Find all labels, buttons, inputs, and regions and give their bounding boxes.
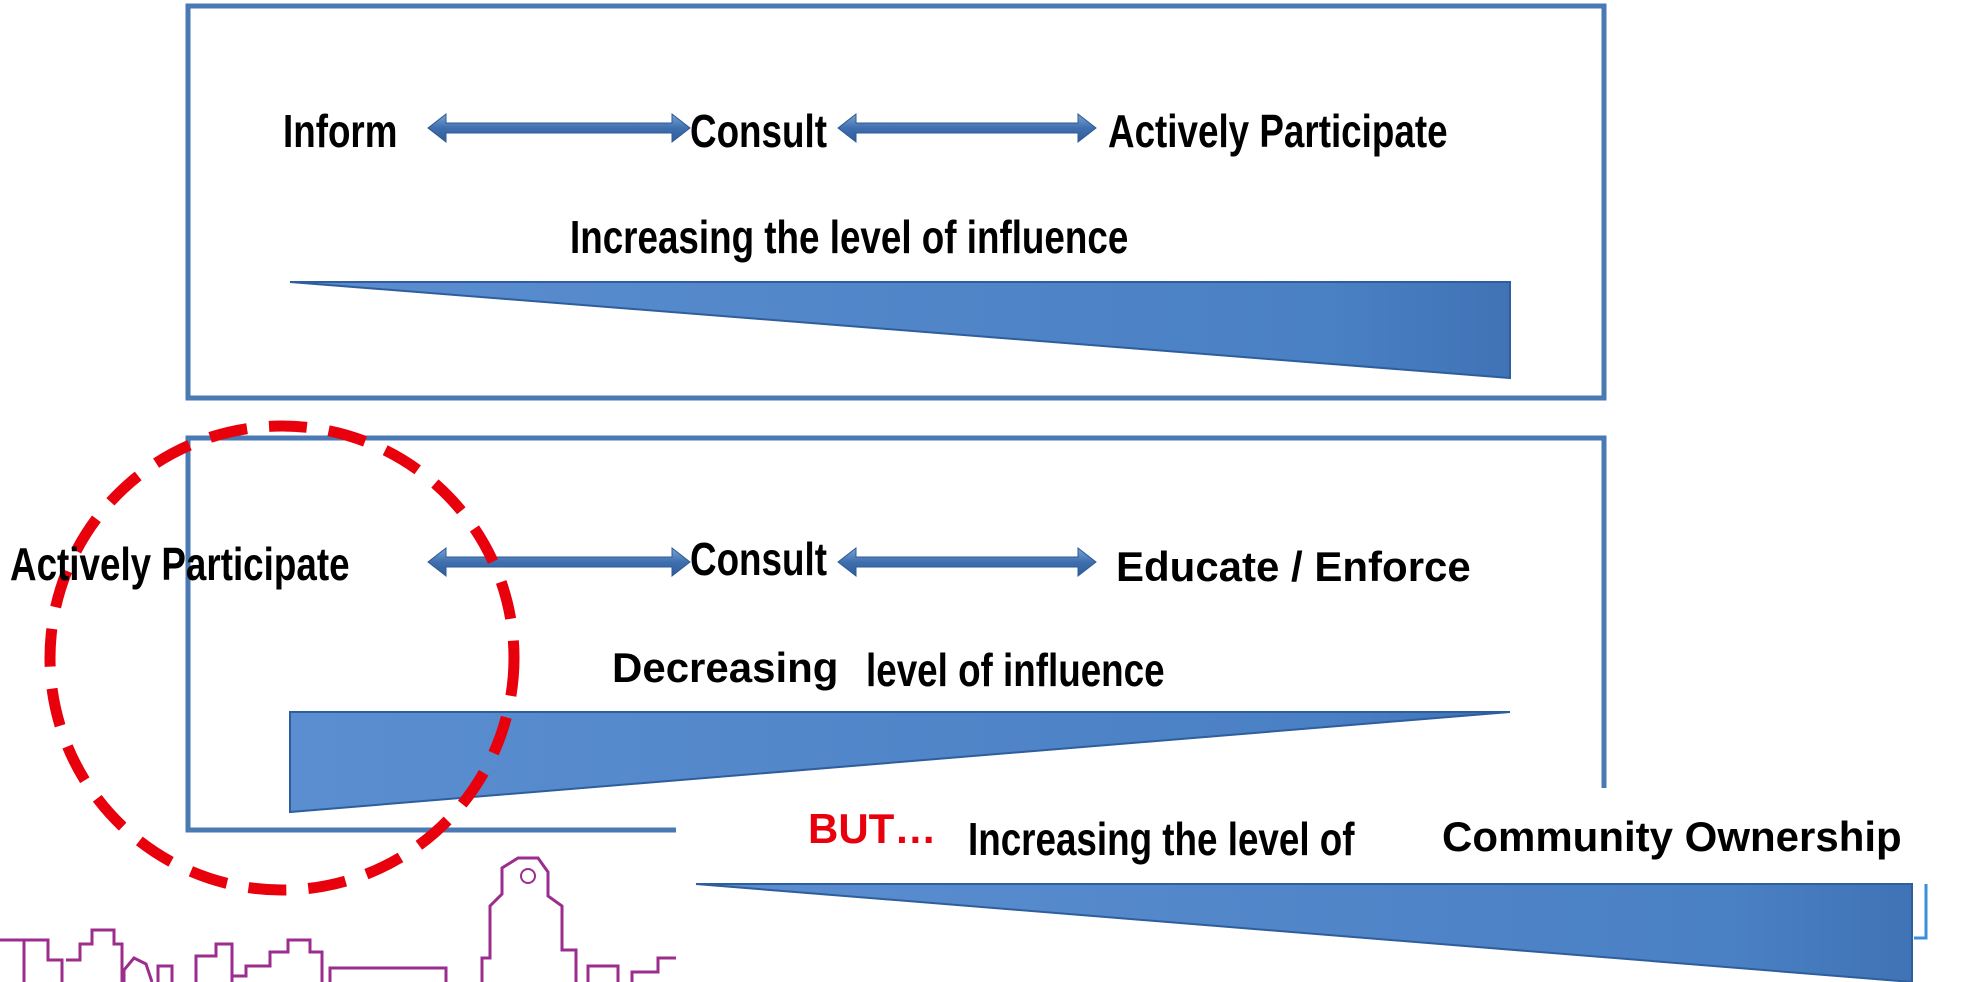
bottom-caption-decreasing: Decreasing [612,644,839,691]
but-label: BUT… [808,805,937,852]
overlay-caption-community-ownership: Community Ownership [1442,813,1902,860]
top-stage-actively-participate: Actively Participate [1108,105,1448,157]
top-influence-caption: Increasing the level of influence [570,211,1129,263]
top-stage-inform: Inform [283,105,398,157]
double-headed-arrow-icon [837,112,1097,144]
bottom-stage-educate-enforce: Educate / Enforce [1116,543,1471,590]
skyline-icon-clock [520,868,536,884]
double-headed-arrow-icon [427,546,691,578]
bottom-stage-consult: Consult [690,533,827,585]
highlight-circle [44,420,520,896]
corner-bracket [1914,884,1928,940]
top-stage-consult: Consult [690,105,827,157]
community-ownership-wedge [695,883,1913,982]
decreasing-influence-wedge [289,711,1511,814]
overlay-caption-increasing: Increasing the level of [968,813,1355,865]
skyline-icon [0,856,676,982]
double-headed-arrow-icon [427,112,691,144]
bottom-stage-actively-participate: Actively Participate [10,538,350,590]
increasing-influence-wedge [289,281,1511,380]
double-headed-arrow-icon [837,546,1097,578]
bottom-caption-level-of-influence: level of influence [866,644,1165,696]
